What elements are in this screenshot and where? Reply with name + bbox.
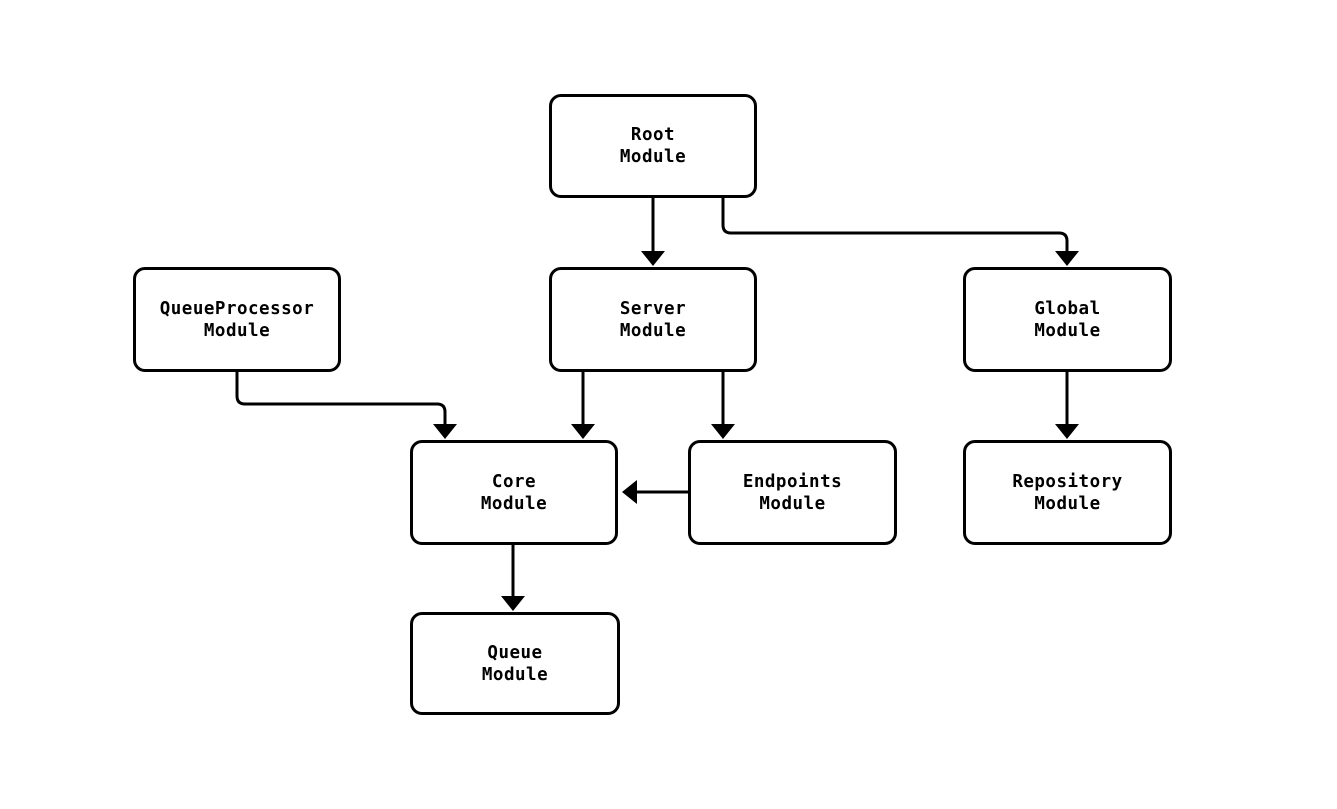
node-repository-module: Repository Module bbox=[963, 440, 1172, 545]
node-label-line: Root bbox=[630, 125, 676, 145]
node-label-line: Global bbox=[1034, 298, 1101, 319]
node-endpoints-module: Endpoints Module bbox=[688, 440, 897, 545]
node-global-module: Global Module bbox=[963, 267, 1172, 372]
node-label-line: Module bbox=[203, 320, 271, 341]
edge-queueprocessor-to-core bbox=[235, 372, 457, 439]
node-label-line: Server bbox=[619, 298, 687, 319]
node-label-line: Module bbox=[480, 493, 548, 514]
node-label-line: Module bbox=[619, 147, 687, 167]
node-queueprocessor-module: QueueProcessor Module bbox=[133, 267, 341, 372]
node-label-line: Queue bbox=[487, 642, 543, 663]
node-core-module: Core Module bbox=[410, 440, 618, 545]
node-queue-module: Queue Module bbox=[410, 612, 620, 715]
node-label-line: Core bbox=[491, 471, 537, 492]
node-label-line: Module bbox=[759, 493, 826, 514]
edge-root-to-global bbox=[721, 198, 1079, 266]
node-server-module: Server Module bbox=[549, 267, 757, 372]
node-label-line: Module bbox=[619, 320, 687, 341]
node-label-line: Endpoints bbox=[742, 471, 843, 492]
node-label-line: Module bbox=[481, 664, 549, 685]
node-root-module: Root Module bbox=[549, 94, 757, 198]
node-label-line: Repository bbox=[1012, 471, 1123, 492]
node-label-line: Module bbox=[1034, 320, 1101, 341]
node-label-line: QueueProcessor bbox=[159, 298, 315, 319]
node-label-line: Module bbox=[1034, 493, 1101, 514]
